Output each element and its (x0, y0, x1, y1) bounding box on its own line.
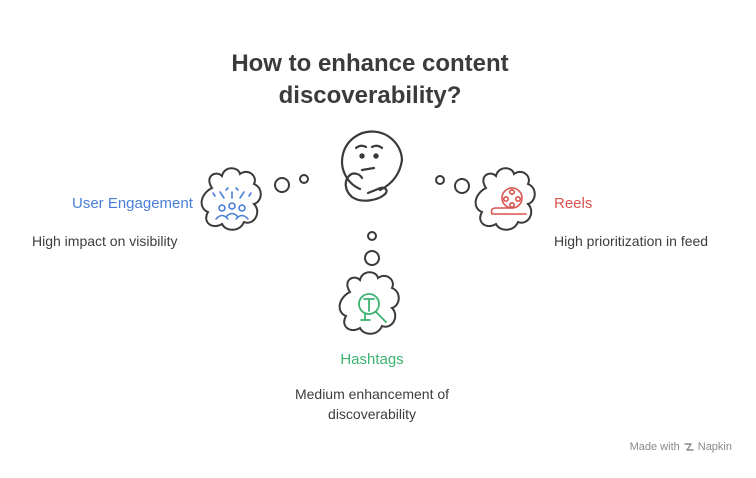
reels-label: Reels (554, 195, 593, 212)
hashtags-cloud (338, 271, 400, 335)
napkin-logo-icon (684, 443, 694, 451)
hashtags-label: Hashtags (340, 351, 404, 368)
reels-description: High prioritization in feed (554, 233, 709, 249)
napkin-credit[interactable]: Made with Napkin (630, 441, 732, 453)
thinking-face-icon (340, 130, 404, 202)
user-engagement-label: User Engagement (72, 195, 193, 212)
user-engagement-cloud (200, 167, 262, 231)
people-celebration-icon (212, 187, 252, 220)
hashtags-description: Medium enhancement of discoverability (294, 386, 450, 422)
user-engagement-description: High impact on visibility (32, 233, 178, 249)
credit-brand: Napkin (697, 441, 732, 453)
thought-dots-right (435, 175, 470, 194)
thought-dots-bottom (364, 231, 380, 266)
credit-text: Made with (629, 441, 680, 453)
text-search-icon (358, 293, 387, 323)
film-reel-icon (490, 187, 527, 215)
thought-dots-left (274, 174, 309, 193)
reels-cloud (474, 167, 536, 231)
diagram-title: How to enhance content discoverability? (231, 50, 509, 109)
